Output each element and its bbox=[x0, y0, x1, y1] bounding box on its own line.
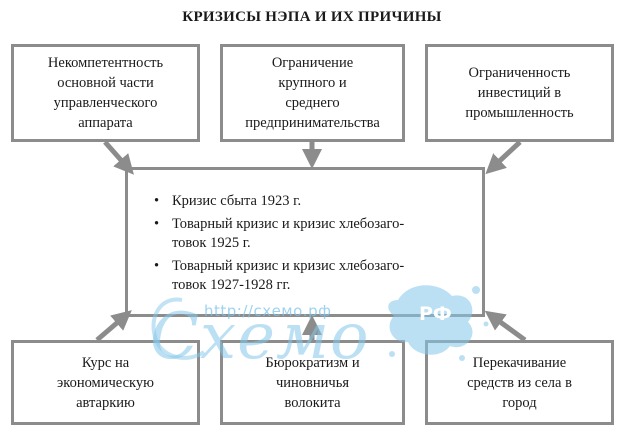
crises-list: Кризис сбыта 1923 г. Товарный кризис и к… bbox=[154, 192, 472, 295]
crises-box: Кризис сбыта 1923 г. Товарный кризис и к… bbox=[125, 167, 485, 317]
arrow-bottom-right bbox=[484, 310, 527, 343]
crisis-item: Товарный кризис и кризис хлебозаго- тово… bbox=[154, 257, 472, 295]
cause-box-investment-limit: Ограниченность инвестиций в промышленнос… bbox=[425, 44, 614, 142]
cause-text: Некомпетентность основной части управлен… bbox=[47, 55, 164, 131]
cause-box-funds-transfer: Перекачивание средств из села в город bbox=[425, 340, 614, 425]
cause-text: Ограниченность инвестиций в промышленнос… bbox=[465, 65, 574, 121]
cause-box-bureaucracy: Бюрократизм и чиновничья волокита bbox=[220, 340, 405, 425]
arrow-top-right bbox=[485, 140, 522, 175]
arrow-top-left bbox=[103, 140, 134, 175]
arrow-bottom-left bbox=[95, 310, 132, 342]
cause-text: Курс на экономическую автаркию bbox=[57, 354, 154, 411]
cause-text: Перекачивание средств из села в город bbox=[467, 354, 572, 411]
watermark-url: http://схемо.рф bbox=[204, 302, 332, 320]
watermark-badge: РФ bbox=[419, 303, 452, 325]
diagram-title: КРИЗИСЫ НЭПА И ИХ ПРИЧИНЫ bbox=[182, 9, 442, 25]
cause-box-incompetence: Некомпетентность основной части управлен… bbox=[11, 44, 200, 142]
cause-box-business-restriction: Ограничение крупного и среднего предприн… bbox=[220, 44, 405, 142]
cause-text: Бюрократизм и чиновничья волокита bbox=[265, 354, 360, 411]
cause-text: Ограничение крупного и среднего предприн… bbox=[245, 55, 380, 131]
crisis-item: Товарный кризис и кризис хлебозаго- тово… bbox=[154, 215, 472, 253]
crisis-item: Кризис сбыта 1923 г. bbox=[154, 192, 472, 211]
